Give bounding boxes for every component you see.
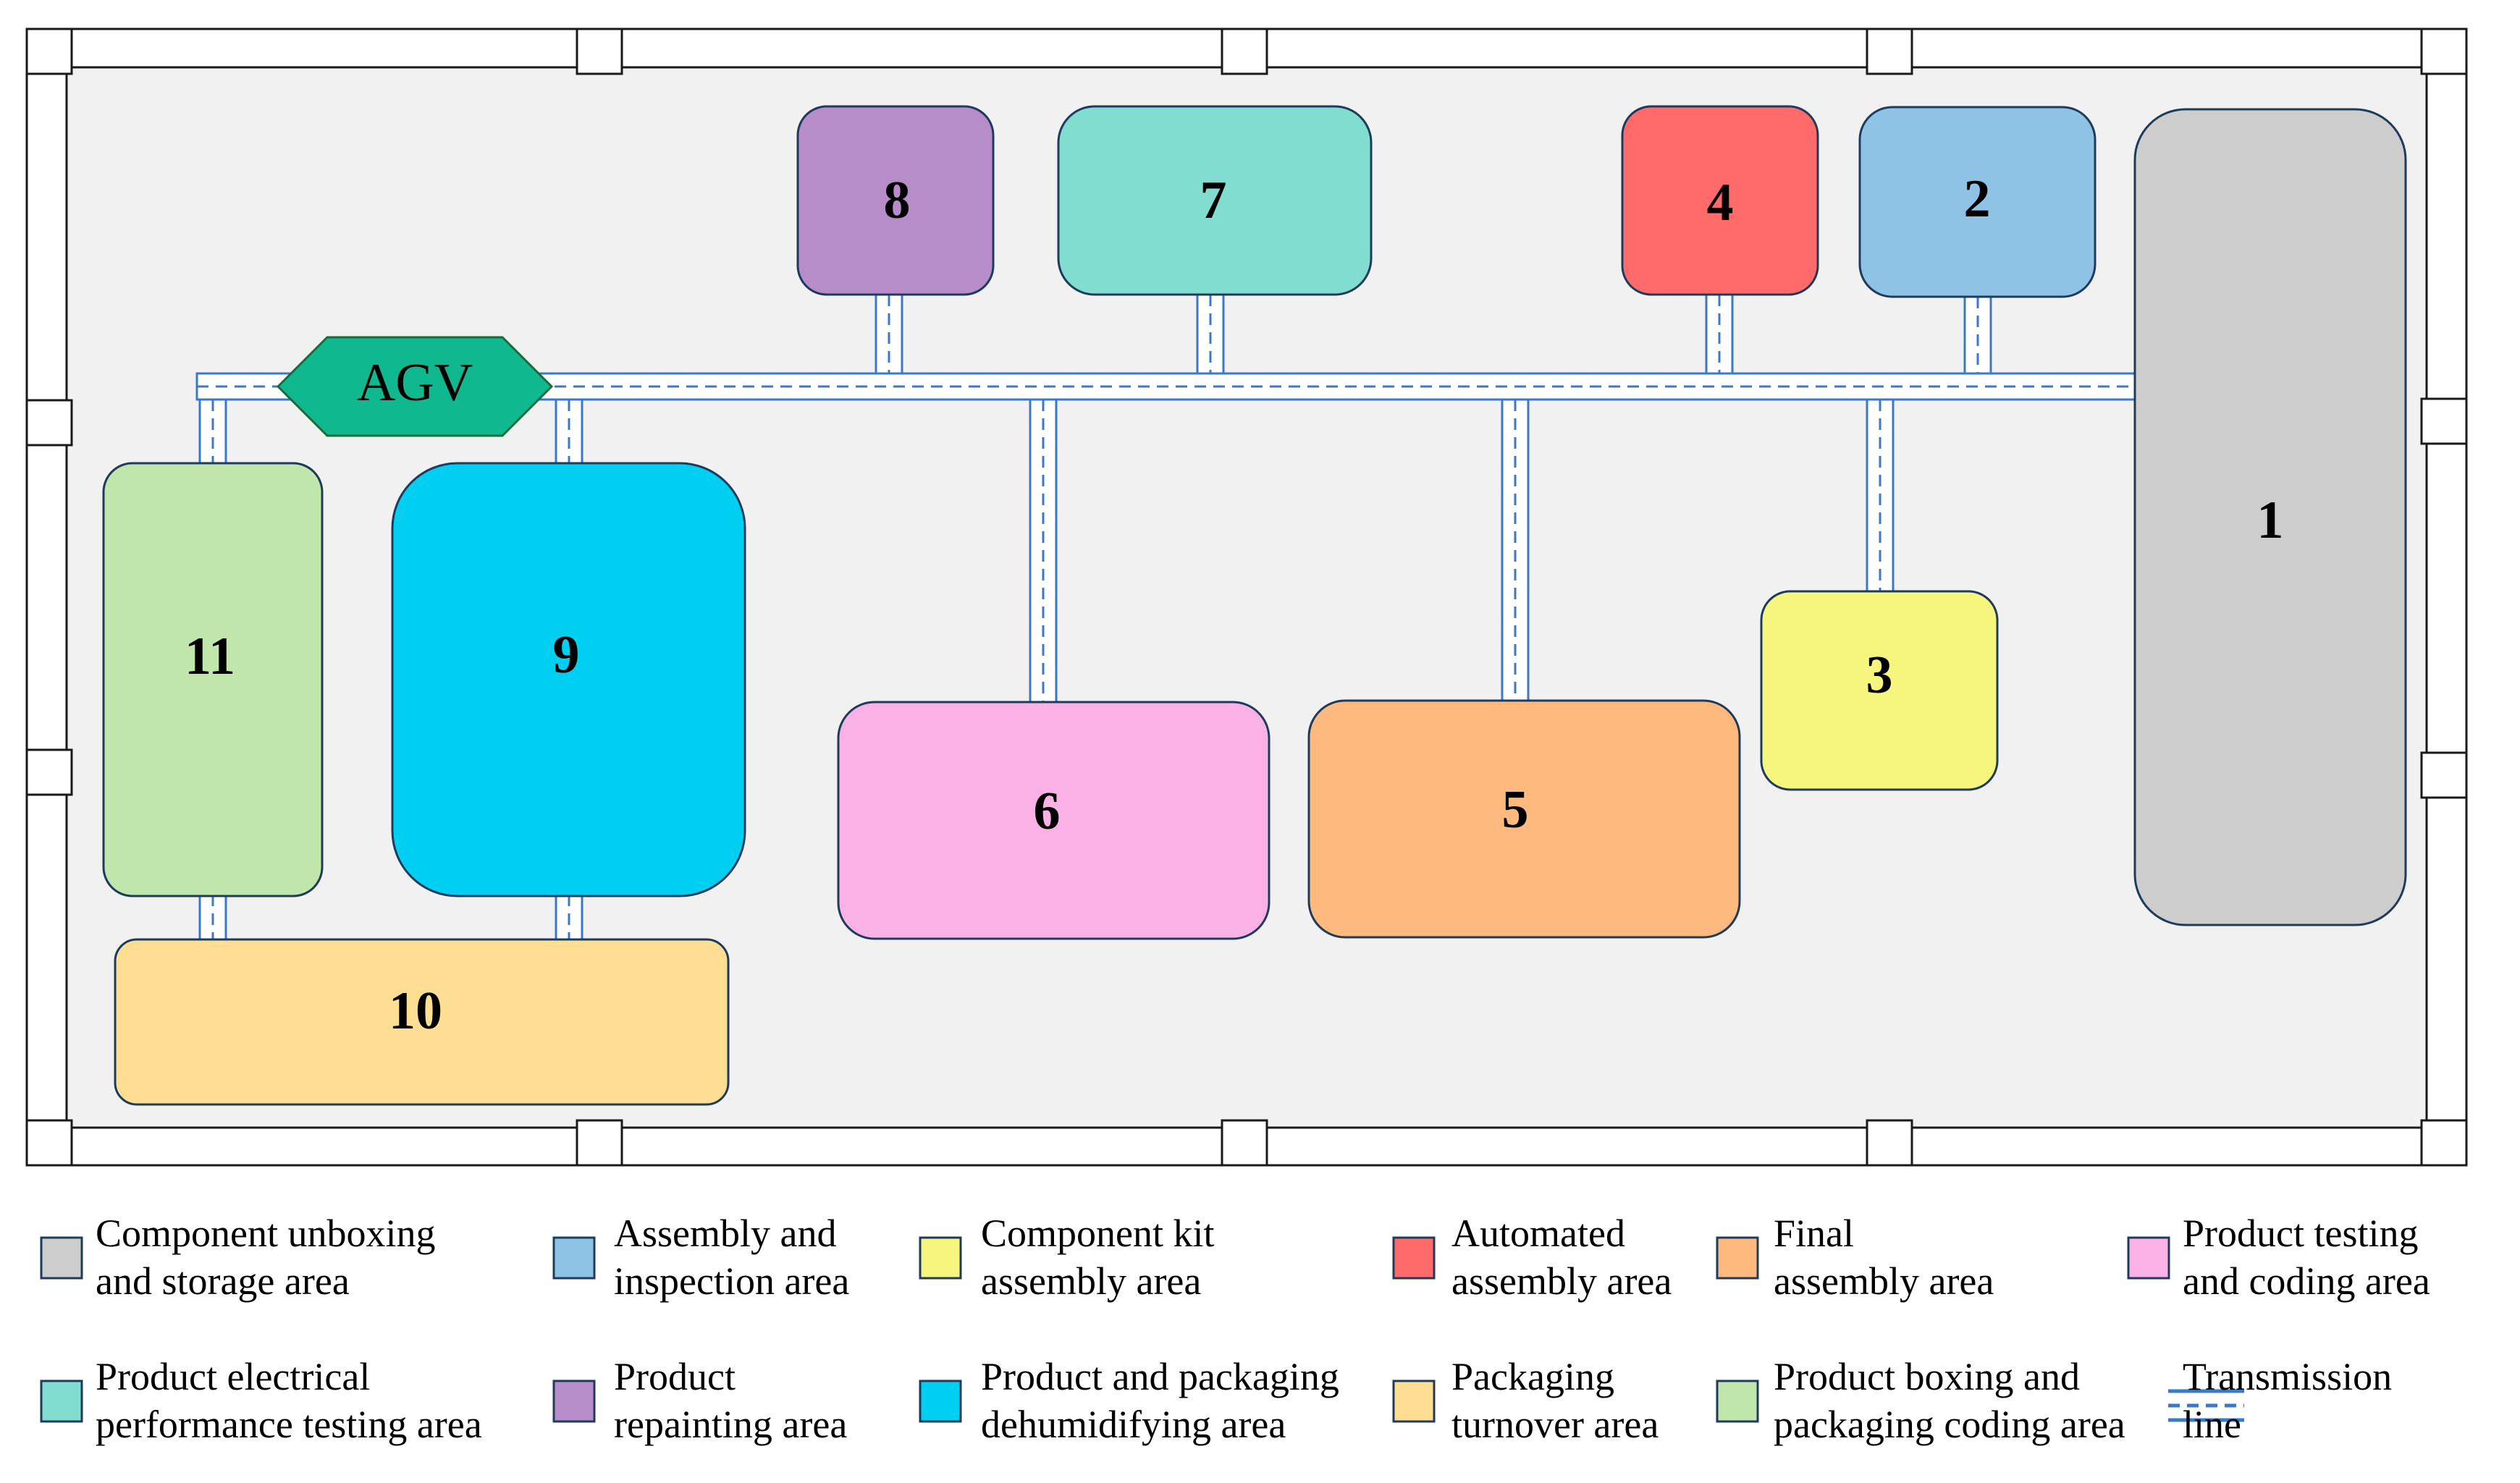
transmission-connector bbox=[1963, 295, 1992, 375]
zone-6: 6 bbox=[837, 701, 1270, 940]
legend-swatch-11 bbox=[1716, 1380, 1759, 1423]
legend-label-line: Transmission bbox=[2183, 1355, 2392, 1398]
legend-label-line: Product and packaging bbox=[981, 1355, 1339, 1398]
transmission-connector bbox=[1866, 398, 1895, 593]
zone-7: 7 bbox=[1057, 105, 1373, 296]
legend-label-line: performance testing area bbox=[96, 1403, 482, 1446]
transmission-connector bbox=[1501, 398, 1530, 702]
agv-label: AGV bbox=[357, 353, 473, 413]
zone-label-11: 11 bbox=[185, 627, 235, 686]
zone-label-10: 10 bbox=[389, 981, 442, 1041]
zone-label-8: 8 bbox=[884, 171, 911, 230]
legend-label-line: turnover area bbox=[1451, 1403, 1659, 1446]
legend-swatch-5 bbox=[1716, 1236, 1759, 1280]
zone-4: 4 bbox=[1621, 105, 1819, 296]
zone-label-6: 6 bbox=[1034, 782, 1061, 841]
legend-item-8: Product repainting area bbox=[552, 1355, 847, 1446]
zone-label-2: 2 bbox=[1964, 169, 1991, 229]
legend-item-transmission: Transmission line bbox=[2168, 1355, 2392, 1446]
zone-11: 11 bbox=[102, 462, 324, 897]
zones: 1 2 3 4 5 6 7 8 bbox=[102, 105, 2407, 1106]
zone-label-7: 7 bbox=[1200, 171, 1227, 230]
legend-swatch-7 bbox=[40, 1380, 83, 1423]
legend-label-line: Assembly and bbox=[614, 1212, 836, 1255]
zone-3: 3 bbox=[1760, 590, 1999, 791]
legend-item-9: Product and packaging dehumidifying area bbox=[919, 1355, 1339, 1446]
legend-label-line: packaging coding area bbox=[1774, 1403, 2125, 1446]
transmission-connector bbox=[1196, 293, 1225, 375]
legend-swatch-8 bbox=[552, 1380, 596, 1423]
transmission-connector bbox=[555, 893, 583, 941]
zone-2: 2 bbox=[1858, 106, 2097, 298]
legend-item-7: Product electrical performance testing ar… bbox=[40, 1355, 482, 1446]
legend-swatch-2 bbox=[552, 1236, 596, 1280]
zone-9: 9 bbox=[391, 462, 746, 897]
legend-label-line: and coding area bbox=[2183, 1259, 2430, 1303]
zone-label-4: 4 bbox=[1707, 173, 1734, 232]
legend-label-line: inspection area bbox=[614, 1259, 849, 1303]
transmission-connector bbox=[1029, 398, 1058, 704]
legend-label-line: Component kit bbox=[981, 1212, 1215, 1255]
agv-vehicle: AGV bbox=[276, 336, 554, 437]
zone-1: 1 bbox=[2133, 108, 2407, 926]
transmission-connector bbox=[1705, 293, 1734, 375]
legend-swatch-3 bbox=[919, 1236, 962, 1280]
zone-label-1: 1 bbox=[2257, 491, 2284, 550]
zone-10: 10 bbox=[114, 938, 730, 1106]
legend-label-line: Final bbox=[1774, 1212, 1854, 1255]
legend-swatch-1 bbox=[40, 1236, 83, 1280]
legend-item-10: Packaging turnover area bbox=[1392, 1355, 1659, 1446]
legend-swatch-10 bbox=[1392, 1380, 1436, 1423]
legend-label-line: Product bbox=[614, 1355, 736, 1398]
legend-label-line: Product testing bbox=[2183, 1212, 2418, 1255]
building-columns bbox=[25, 28, 2468, 1167]
legend-label-line: assembly area bbox=[981, 1259, 1201, 1303]
legend-swatch-6 bbox=[2127, 1236, 2170, 1280]
zone-5: 5 bbox=[1307, 699, 1741, 939]
zone-8: 8 bbox=[796, 105, 995, 296]
legend-label-line: line bbox=[2183, 1403, 2241, 1446]
legend-label-line: assembly area bbox=[1451, 1259, 1672, 1303]
legend-label-line: Product electrical bbox=[96, 1355, 370, 1398]
zone-label-5: 5 bbox=[1502, 780, 1529, 840]
legend-label-line: repainting area bbox=[614, 1403, 847, 1446]
legend-label-line: Automated bbox=[1451, 1212, 1625, 1255]
legend-swatch-4 bbox=[1392, 1236, 1436, 1280]
legend-label-line: dehumidifying area bbox=[981, 1403, 1286, 1446]
transmission-connector bbox=[198, 398, 227, 465]
zone-label-9: 9 bbox=[553, 625, 580, 685]
transmission-connector bbox=[198, 893, 227, 941]
zone-label-3: 3 bbox=[1866, 646, 1893, 705]
legend-label-line: Product boxing and bbox=[1774, 1355, 2080, 1398]
legend-label-line: Packaging bbox=[1451, 1355, 1614, 1398]
legend-label-line: Component unboxing bbox=[96, 1212, 436, 1255]
transmission-connector bbox=[555, 398, 583, 465]
legend-label-line: assembly area bbox=[1774, 1259, 1994, 1303]
transmission-connector bbox=[875, 293, 903, 375]
legend-label-line: and storage area bbox=[96, 1259, 350, 1303]
legend-swatch-transmission-line bbox=[2168, 1389, 2244, 1422]
legend-item-11: Product boxing and packaging coding area bbox=[1716, 1355, 2125, 1446]
legend-swatch-9 bbox=[919, 1380, 962, 1423]
